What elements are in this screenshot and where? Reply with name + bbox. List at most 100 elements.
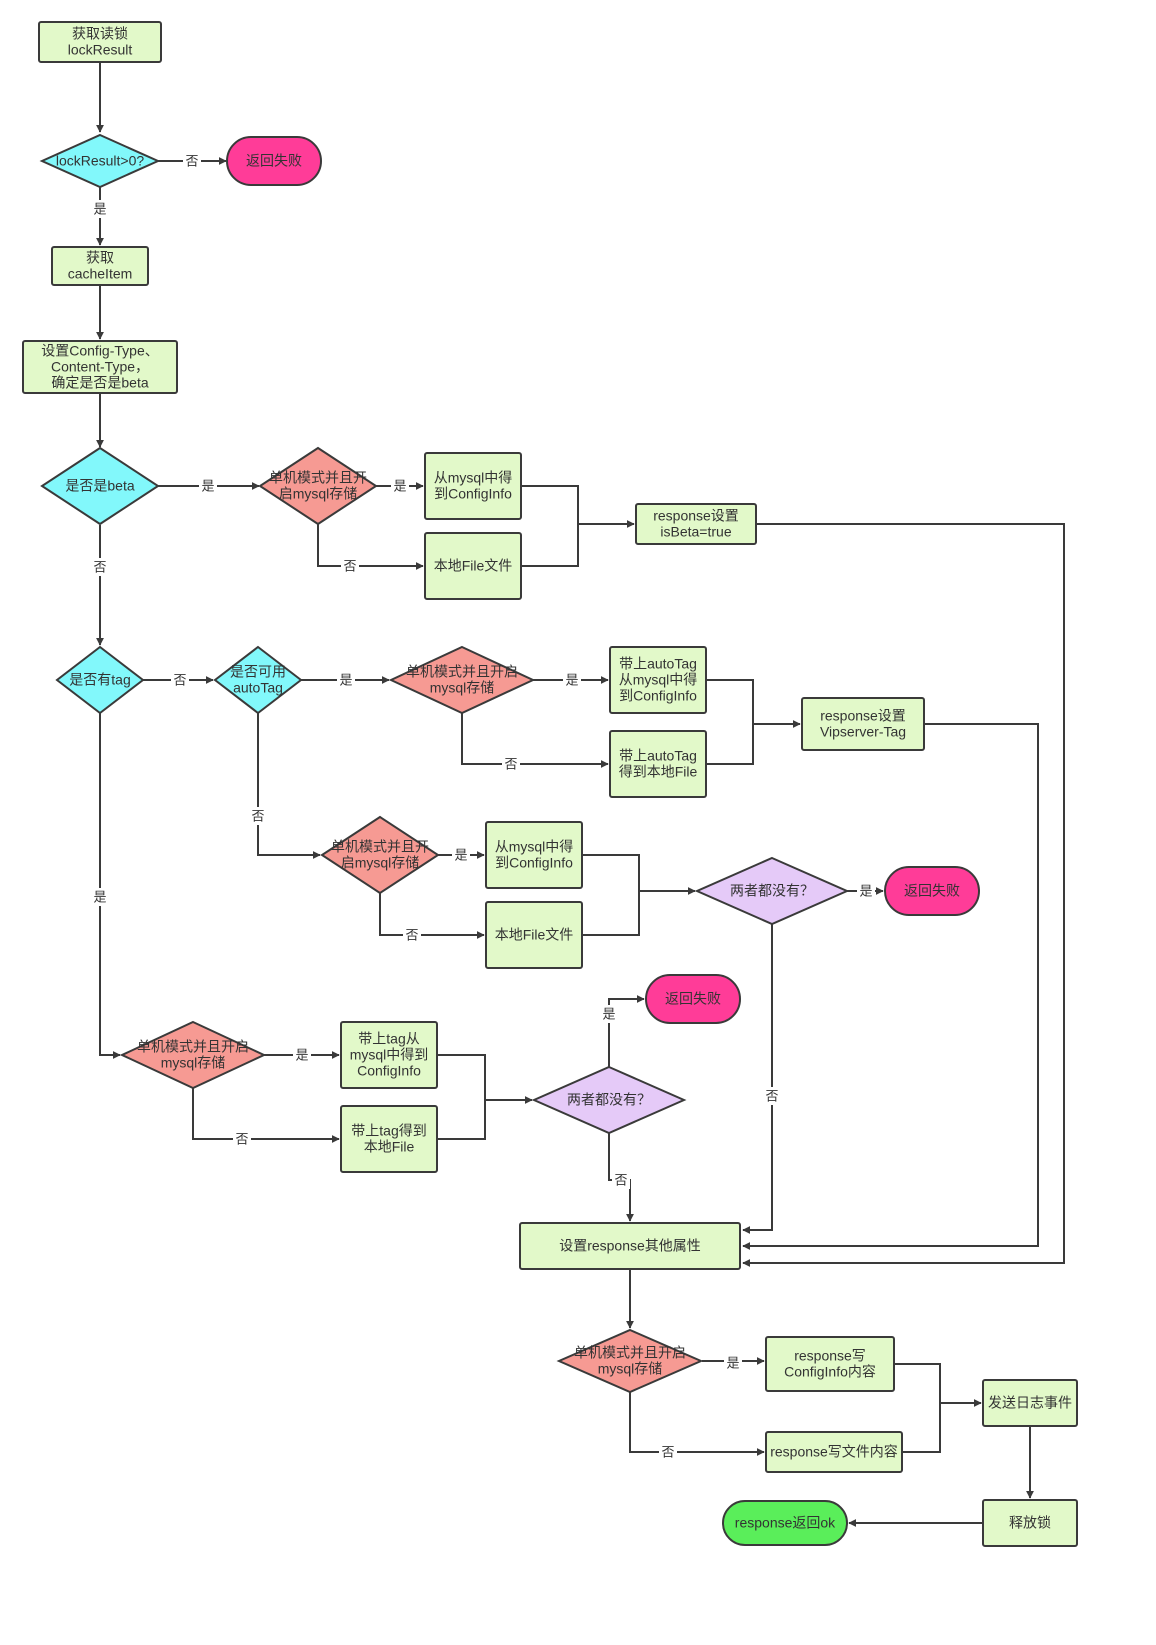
decision-diamond [388, 645, 536, 715]
both-none-decision-2: 两者都没有？ [531, 1065, 687, 1135]
edge-plain-file-merge [583, 891, 640, 936]
node-label: 启mysql存储 [341, 855, 420, 871]
edge-label-tag-no: 否 [173, 672, 186, 687]
node-label: 获取读锁 [72, 26, 128, 42]
node-label: cacheItem [68, 266, 133, 282]
node-label: mysql存储 [161, 1055, 226, 1071]
both-none-decision-1: 两者都没有？ [694, 856, 850, 926]
node-label: mysql存储 [598, 1361, 663, 1377]
node-label: ConfigInfo [357, 1063, 421, 1079]
node-label: 到ConfigInfo [619, 688, 697, 704]
nodes-layer: 获取读锁lockResultlockResult>0?返回失败获取cacheIt… [22, 21, 1078, 1547]
terminal-pill [722, 1500, 848, 1546]
edge-label-bg [763, 1087, 781, 1105]
edge-autotag-file-merge [707, 724, 754, 765]
edge-label-autotag-yes: 是 [339, 672, 352, 687]
node-label: 带上autoTag [619, 748, 697, 764]
decision-diamond [320, 815, 440, 895]
edge-label-beta-yes: 是 [201, 478, 214, 493]
node-label: response设置 [653, 508, 739, 524]
edge-label-bg [452, 846, 470, 864]
node-label: 带上tag得到 [351, 1123, 426, 1139]
edge-vipserver-to-props [742, 723, 1039, 1250]
process-box [635, 503, 757, 545]
node-label: 发送日志事件 [988, 1395, 1072, 1411]
edge-labels-layer: 否是是是否否否是是否否是否是否是是否是否是否 [91, 152, 875, 1461]
edge-label-bg [199, 477, 217, 495]
node-label: 返回失败 [665, 991, 721, 1007]
edge-label-both-none-yes: 是 [859, 883, 872, 898]
edge-beta-mysql-no [317, 524, 424, 570]
process-box [982, 1379, 1078, 1427]
edge-label-bg [612, 1171, 630, 1189]
node-label: 单机模式并且开启 [574, 1345, 686, 1361]
edge-plain-mysql-no [379, 893, 485, 939]
node-label: 本地File文件 [434, 558, 513, 574]
edge-label-tag-both-no: 否 [614, 1172, 627, 1187]
decision-diamond [694, 856, 850, 926]
edge-tag-mysql-no [192, 1088, 340, 1143]
set-config-type-step: 设置Config-Type、Content-Type，确定是否是beta [22, 340, 178, 394]
edge-final-mysql-no [629, 1392, 765, 1456]
edge-autotag-mysql-no [461, 713, 609, 768]
node-label: 从mysql中得 [495, 839, 574, 855]
edge-both-none-no [742, 924, 773, 1234]
edge-label-bg [659, 1443, 677, 1461]
edge-label-bg [391, 477, 409, 495]
edge-label-bg [293, 1046, 311, 1064]
process-box [485, 901, 583, 969]
edge-autotag-no [257, 713, 321, 859]
node-label: 本地File文件 [495, 927, 574, 943]
node-label: autoTag [233, 680, 283, 696]
node-label: 到ConfigInfo [495, 855, 573, 871]
node-label: 返回失败 [246, 153, 302, 169]
node-label: Vipserver-Tag [820, 724, 906, 740]
terminal-pill [884, 866, 980, 916]
edge-label-beta-mysql-no: 否 [343, 558, 356, 573]
process-box [38, 21, 162, 63]
process-box [424, 452, 522, 520]
node-label: 设置Config-Type、 [41, 343, 158, 359]
is-beta-decision: 是否是beta [40, 446, 160, 526]
node-label: 本地File [364, 1139, 415, 1155]
node-label: 确定是否是beta [51, 375, 148, 391]
terminal-pill [226, 136, 322, 186]
decision-diamond [40, 446, 160, 526]
process-box [801, 697, 925, 751]
edge-label-bg [502, 755, 520, 773]
set-response-props-step: 设置response其他属性 [519, 1222, 741, 1270]
decision-diamond [55, 645, 145, 715]
decision-diamond [119, 1020, 267, 1090]
process-box [51, 246, 149, 286]
terminal-pill [645, 974, 741, 1024]
edge-label-bg [337, 671, 355, 689]
node-label: 释放锁 [1009, 1515, 1051, 1531]
node-label: 获取 [86, 250, 114, 266]
decision-diamond [531, 1065, 687, 1135]
release-lock-step: 释放锁 [982, 1499, 1078, 1547]
edge-label-bg [91, 558, 109, 576]
node-label: 从mysql中得 [434, 470, 513, 486]
edges-layer [96, 63, 1065, 1527]
process-box [982, 1499, 1078, 1547]
node-label: response设置 [820, 708, 906, 724]
node-label: 是否可用 [230, 664, 286, 680]
node-label: 到ConfigInfo [434, 486, 512, 502]
node-label: 从mysql中得 [619, 672, 698, 688]
process-box [340, 1021, 438, 1089]
node-label: ConfigInfo内容 [784, 1364, 876, 1380]
edge-label-bg [249, 807, 267, 825]
edge-label-plain-mysql-no: 否 [405, 927, 418, 942]
